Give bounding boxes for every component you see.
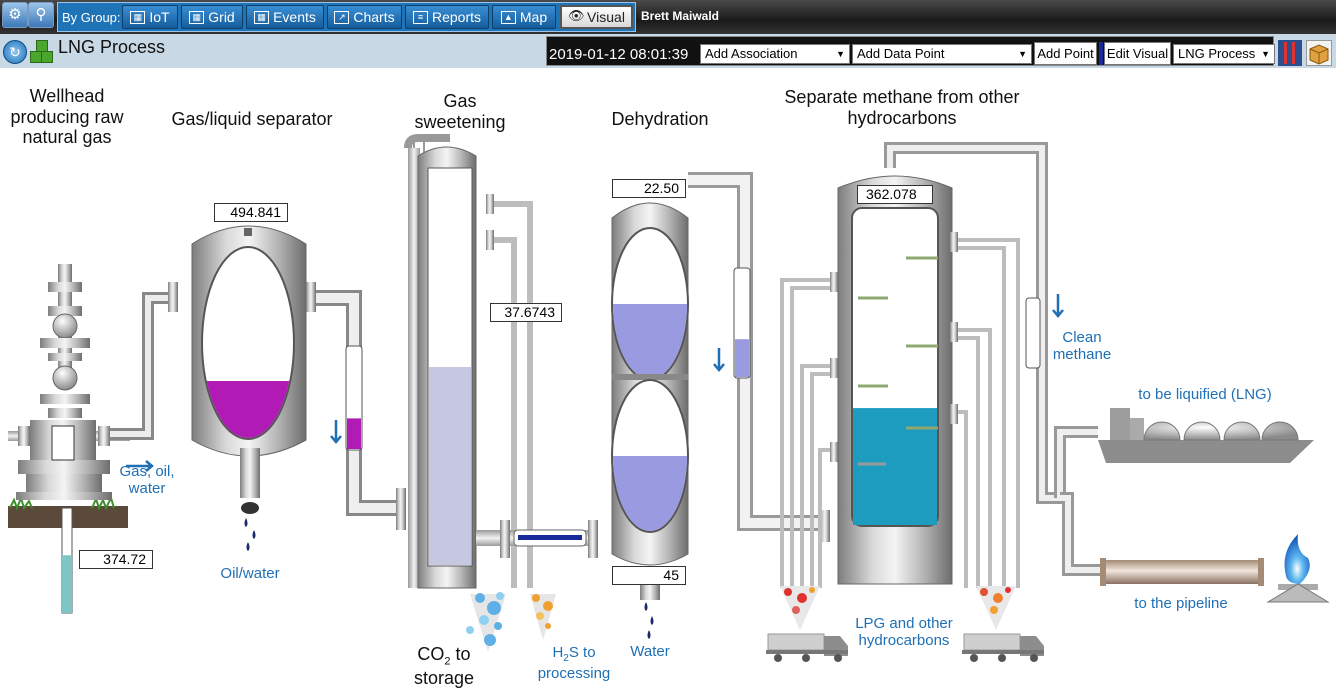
add-data-point-value: Add Data Point xyxy=(857,46,945,61)
value-dehydration-bottom[interactable]: 45 xyxy=(612,566,686,585)
methane-column xyxy=(780,142,1060,588)
label-clean-methane: Clean methane xyxy=(1052,329,1112,364)
settings-gear-icon[interactable]: ⚙ xyxy=(2,2,28,28)
label-h2s-sub: 2 xyxy=(563,653,569,664)
value-methane-column[interactable]: 362.078 xyxy=(857,185,933,204)
iot-icon: ▦ xyxy=(130,10,146,24)
map-button-label: Map xyxy=(519,9,548,25)
user-name[interactable]: Brett Maiwald xyxy=(641,9,720,23)
value-dehydration-top[interactable]: 22.50 xyxy=(612,179,686,198)
label-water: Water xyxy=(630,643,670,660)
visual-button[interactable]: 👁 Visual xyxy=(560,5,633,29)
value-separator[interactable]: 494.841 xyxy=(214,203,288,222)
grid-icon: ▦ xyxy=(189,10,205,24)
iot-button[interactable]: ▦ IoT xyxy=(122,5,178,29)
blocks-icon[interactable] xyxy=(29,40,53,64)
label-dehydration: Dehydration xyxy=(611,109,709,129)
reports-button-label: Reports xyxy=(431,9,482,25)
lng-process-diagram: Wellhead producing raw natural gas Gas/l… xyxy=(0,68,1336,689)
label-co2-sub: 2 xyxy=(444,655,451,668)
group-toolbar: By Group: ▦ IoT ▦ Grid ▦ Events ↗ Charts… xyxy=(57,2,636,32)
separator-vessel xyxy=(191,225,307,551)
map-button[interactable]: ▲ Map xyxy=(492,5,556,29)
visual-select-value: LNG Process xyxy=(1178,46,1256,61)
label-gas-oil-water: Gas, oil, water xyxy=(119,463,175,498)
chevron-down-icon: ▼ xyxy=(1018,49,1027,59)
dehydration-vessel xyxy=(611,202,689,639)
flow-arrow-down-icon xyxy=(330,420,342,444)
wellhead-tube-fluid xyxy=(62,555,72,613)
label-h2s-prefix: H xyxy=(552,644,564,661)
grid-button[interactable]: ▦ Grid xyxy=(181,5,243,29)
flow-arrow-right-icon xyxy=(126,460,154,472)
label-sweetening: Gas sweetening xyxy=(414,91,506,132)
process-graphics xyxy=(8,134,1330,662)
edit-visual-button[interactable]: Edit Visual xyxy=(1104,42,1171,65)
tanker-truck-right-icon xyxy=(962,633,1044,662)
sweetening-fluid xyxy=(429,367,471,565)
label-co2-prefix: CO xyxy=(417,644,445,664)
h2s-icon xyxy=(530,594,556,640)
methane-column-fluid xyxy=(853,408,937,525)
gas-flame-icon xyxy=(1266,534,1330,603)
pipeline-icon xyxy=(1100,558,1264,586)
wellhead-tree xyxy=(8,264,130,500)
chart-icon: ↗ xyxy=(334,10,350,24)
page-title: LNG Process xyxy=(58,37,166,57)
reports-button[interactable]: ≡ Reports xyxy=(405,5,489,29)
label-h2s-suffix: S to processing xyxy=(537,644,611,682)
events-button-label: Events xyxy=(273,9,316,25)
label-separate-methane: Separate methane from other hydrocarbons xyxy=(784,87,1020,128)
eye-icon: 👁 xyxy=(568,7,585,23)
flow-arrow-down-icon xyxy=(713,348,725,372)
label-co2-storage: CO2 to storage xyxy=(402,644,486,689)
value-wellhead[interactable]: 374.72 xyxy=(79,550,153,569)
lpg-drops-right-icon xyxy=(976,586,1016,630)
label-h2s-processing: H2S to processing xyxy=(528,644,620,682)
chevron-down-icon: ▼ xyxy=(836,49,845,59)
flow-arrow-down-icon xyxy=(1052,294,1064,318)
separator-sight-fluid xyxy=(347,418,361,449)
co2-bubbles-icon xyxy=(466,592,506,652)
charts-button[interactable]: ↗ Charts xyxy=(327,5,402,29)
map-icon: ▲ xyxy=(500,10,516,24)
sweetening-tower xyxy=(404,134,533,589)
label-co2-suffix: to storage xyxy=(413,644,475,689)
tanker-truck-left-icon xyxy=(766,633,848,662)
package-icon[interactable] xyxy=(1306,40,1332,66)
chevron-down-icon: ▼ xyxy=(1261,49,1270,59)
label-wellhead: Wellhead producing raw natural gas xyxy=(10,86,124,148)
search-icon[interactable]: ⚲ xyxy=(28,2,54,28)
top-toolbar: ⚙ ⚲ By Group: ▦ IoT ▦ Grid ▦ Events ↗ Ch… xyxy=(0,0,1336,34)
refresh-icon[interactable]: ↻ xyxy=(3,40,27,64)
group-label: By Group: xyxy=(62,10,121,25)
dehydration-sight-fluid xyxy=(735,339,749,377)
value-sweetening[interactable]: 37.6743 xyxy=(490,303,562,322)
calendar-icon: ▦ xyxy=(254,10,270,24)
iot-button-label: IoT xyxy=(149,9,170,25)
events-button[interactable]: ▦ Events xyxy=(246,5,324,29)
add-point-button[interactable]: Add Point xyxy=(1034,42,1097,65)
add-association-value: Add Association xyxy=(705,46,798,61)
label-to-be-liquified: to be liquified (LNG) xyxy=(1138,386,1272,403)
label-oil-water: Oil/water xyxy=(220,565,280,582)
visual-select[interactable]: LNG Process ▼ xyxy=(1173,44,1275,64)
report-icon: ≡ xyxy=(412,10,428,24)
grid-button-label: Grid xyxy=(208,9,235,25)
edit-marker xyxy=(1099,42,1103,65)
add-association-select[interactable]: Add Association ▼ xyxy=(700,44,850,64)
add-data-point-select[interactable]: Add Data Point ▼ xyxy=(852,44,1032,64)
visual-button-label: Visual xyxy=(587,9,625,25)
lng-ship-icon xyxy=(1098,408,1314,463)
charts-button-label: Charts xyxy=(353,9,395,25)
label-lpg: LPG and other hydrocarbons xyxy=(855,615,953,650)
label-to-pipeline: to the pipeline xyxy=(1134,595,1228,612)
bars-icon[interactable] xyxy=(1278,40,1302,66)
label-separator: Gas/liquid separator xyxy=(171,109,333,129)
timestamp: 2019-01-12 08:01:39 xyxy=(549,46,689,63)
lpg-drops-left-icon xyxy=(780,586,820,630)
